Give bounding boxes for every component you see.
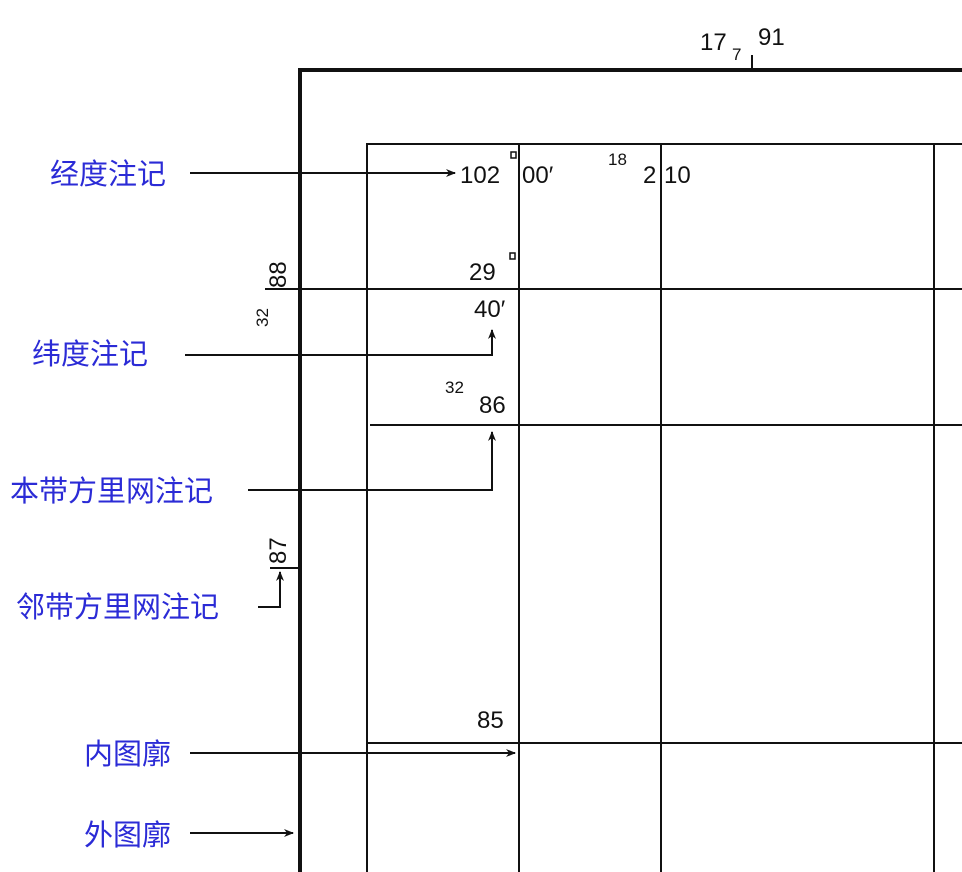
latitude-degrees: 29 [469,259,496,286]
adjacent-grid-main: 87 [265,537,292,564]
adjacent-grid-arrow [258,571,284,608]
latitude-arrow [185,329,496,356]
top-grid-c: 91 [758,24,785,51]
grid-x-superscript: 18 [608,150,627,169]
own-grid-arrow [248,431,496,491]
left-grid-main: 88 [265,261,292,288]
grid-x-main: 10 [664,162,691,189]
left-grid-superscript: 32 [253,308,272,327]
latitude-minutes: 40′ [474,296,506,323]
label-outer-frame: 外图廓 [84,818,171,852]
inner-frame [366,143,962,872]
label-longitude: 经度注记 [50,157,166,191]
top-grid-b: 7 [732,45,741,64]
label-adjacent-grid: 邻带方里网注记 [16,590,219,624]
grid-y-main: 86 [479,392,506,419]
longitude-degrees: 102 [460,162,500,189]
outer-frame [298,68,962,872]
degree-mark [509,252,516,260]
label-inner-frame: 内图廓 [84,737,171,771]
degree-mark [510,151,517,159]
grid-85: 85 [477,707,504,734]
label-own-grid: 本带方里网注记 [10,474,213,508]
grid-x-subscript: 2 [643,162,656,189]
longitude-minutes: 00′ [522,162,554,189]
top-grid-a: 17 [700,29,727,56]
label-latitude: 纬度注记 [32,337,148,371]
grid-y-superscript: 32 [445,378,464,397]
